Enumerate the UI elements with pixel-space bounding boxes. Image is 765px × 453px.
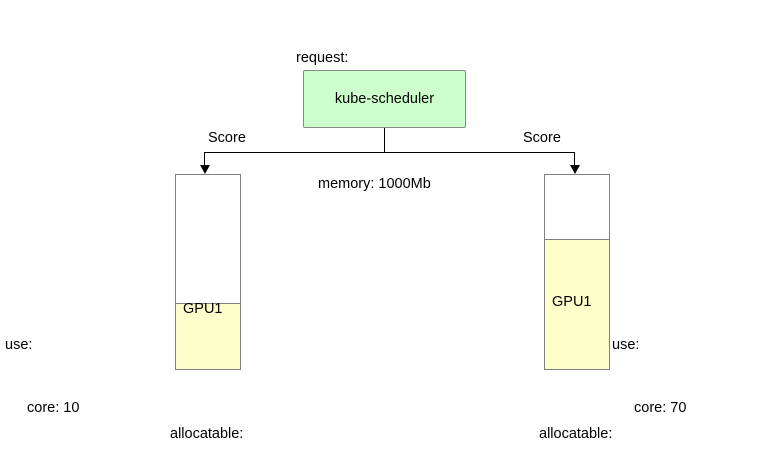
request-header: request: [296,50,349,66]
right-use-core: core: 70 [634,400,687,416]
left-node-gpu-label: GPU1 [183,301,223,317]
left-node-bar[interactable]: GPU1 [175,174,241,370]
right-allocatable-annotation: allocatable: core: 100 memory: 8000Mb [539,382,674,453]
right-node-bar[interactable]: GPU1 [544,174,610,370]
kube-scheduler-box[interactable]: kube-scheduler [303,70,466,128]
right-score-label: Score [523,130,561,146]
right-allocatable-header: allocatable: [539,426,613,442]
left-arrowhead-icon [200,165,210,174]
left-use-annotation: use: core: 10 memory: 2000Mb [5,293,140,453]
right-drop-line [574,152,575,166]
left-allocatable-annotation: allocatable: core: 100 memory: 8000Mb [170,382,305,453]
right-use-annotation: use: core: 70 memory: 6000Mb [612,293,747,453]
left-use-core: core: 10 [27,400,80,416]
left-node-used-region [176,303,240,369]
left-drop-line [204,152,205,166]
scheduler-stem-line [384,128,385,153]
request-memory: memory: 1000Mb [318,176,431,192]
left-score-label: Score [208,130,246,146]
left-use-header: use: [5,337,33,353]
right-node-gpu-label: GPU1 [552,294,592,310]
right-use-header: use: [612,337,640,353]
kube-scheduler-label: kube-scheduler [334,91,435,107]
left-allocatable-header: allocatable: [170,426,244,442]
branch-horizontal-line [204,152,575,153]
right-node-used-region [545,239,609,369]
right-arrowhead-icon [570,165,580,174]
